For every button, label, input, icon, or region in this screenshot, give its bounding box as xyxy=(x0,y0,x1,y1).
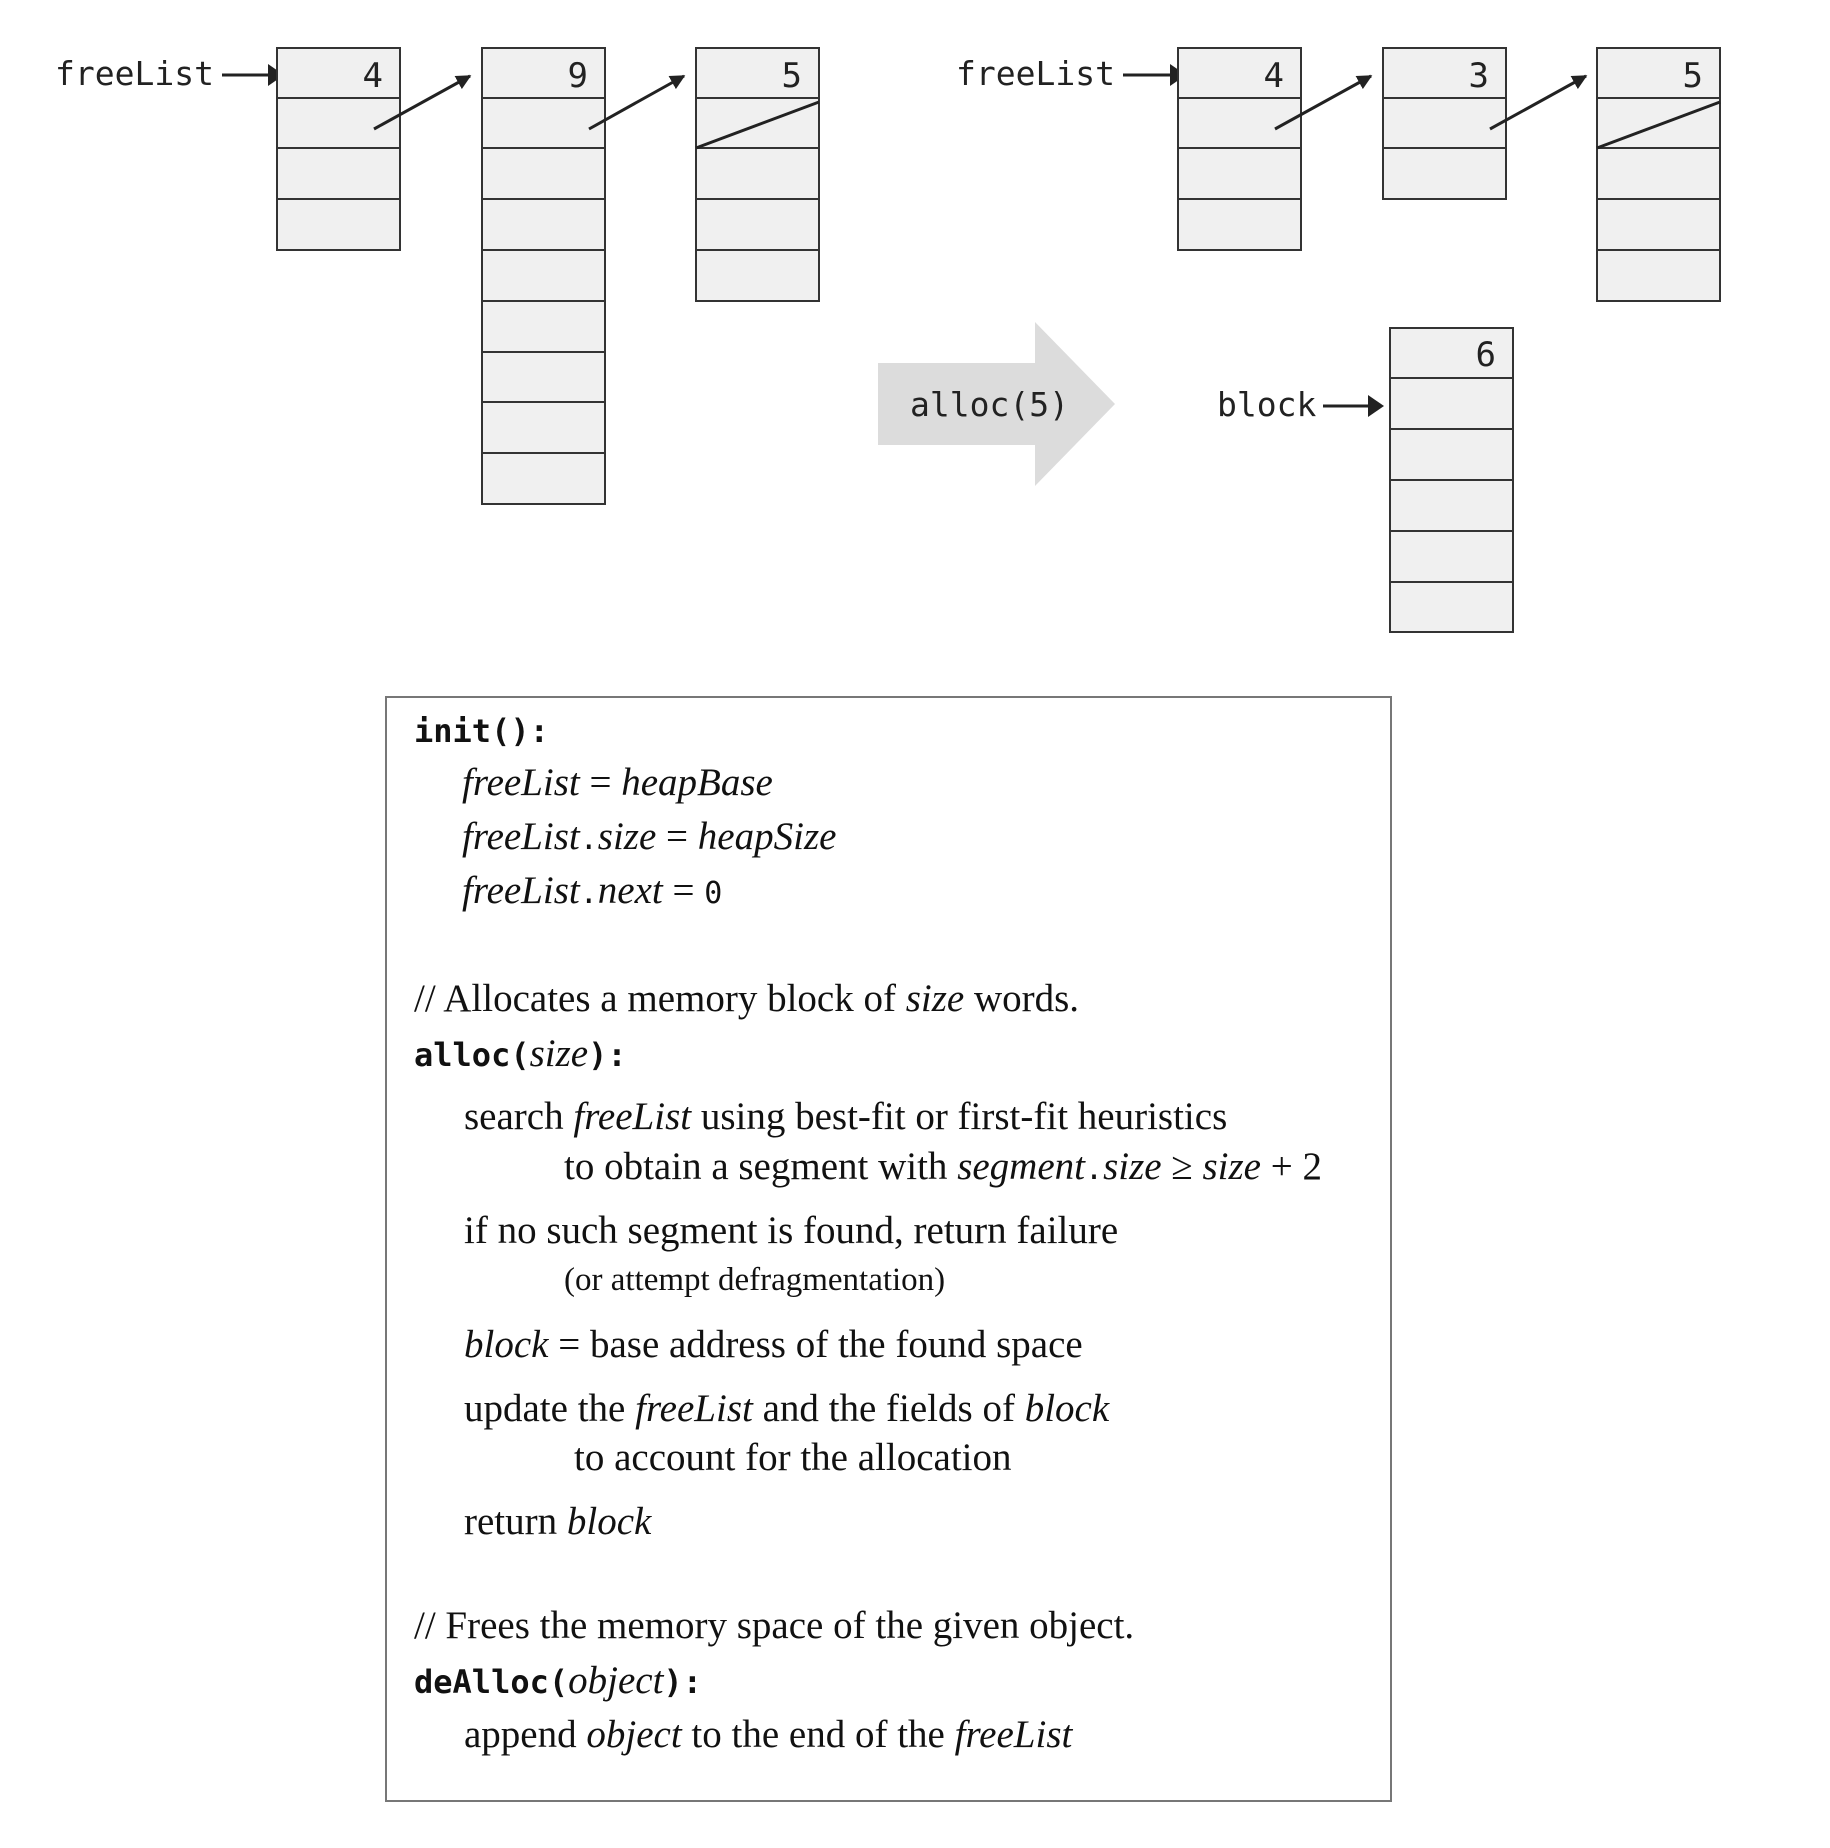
alloc-return-line: return block xyxy=(464,1500,652,1543)
left-segment-1: 4 xyxy=(276,47,401,251)
next-pointer-arrow xyxy=(1274,74,1373,131)
null-pointer-slash xyxy=(1596,100,1721,150)
segment-size: 9 xyxy=(568,56,588,96)
alloc-failure-line: if no such segment is found, return fail… xyxy=(464,1209,1119,1252)
alloc-header: alloc(size): xyxy=(414,1032,627,1075)
block-size: 6 xyxy=(1476,335,1496,375)
dealloc-comment: // Frees the memory space of the given o… xyxy=(414,1604,1135,1647)
left-segment-2: 9 xyxy=(481,47,606,505)
alloc-update-continuation: to account for the allocation xyxy=(574,1436,1012,1479)
null-pointer-slash xyxy=(695,100,820,150)
init-line-next: freeList.next = 0 xyxy=(462,869,723,912)
alloc-comment: // Allocates a memory block of size word… xyxy=(414,977,1080,1020)
freelist-pointer-right xyxy=(1123,64,1186,86)
freelist-pointer-left xyxy=(222,64,284,86)
right-segment-1: 4 xyxy=(1177,47,1302,251)
alloc-search-continuation: to obtain a segment with segment.size ≥ … xyxy=(564,1145,1322,1188)
alloc-search-line: search freeList using best-fit or first-… xyxy=(464,1095,1228,1138)
next-pointer-arrow xyxy=(588,74,686,131)
segment-size: 4 xyxy=(1264,56,1284,96)
segment-size: 5 xyxy=(1683,56,1703,96)
init-header: init(): xyxy=(414,712,549,750)
alloc-operation-arrow: alloc(5) xyxy=(878,322,1115,486)
dealloc-append-line: append object to the end of the freeList xyxy=(464,1713,1073,1756)
operation-label: alloc(5) xyxy=(910,385,1069,424)
init-line-size: freeList.size = heapSize xyxy=(462,815,837,858)
segment-size: 5 xyxy=(782,56,802,96)
block-pointer xyxy=(1323,395,1384,417)
heap-allocation-diagram: freeList 4 9 5 alloc(5) f xyxy=(55,47,1721,633)
next-pointer-arrow xyxy=(373,74,472,131)
segment-size: 4 xyxy=(363,56,383,96)
alloc-defrag-note: (or attempt defragmentation) xyxy=(564,1262,946,1298)
init-line-freelist: freeList = heapBase xyxy=(462,761,773,804)
allocated-block: 6 xyxy=(1389,327,1514,633)
alloc-update-line: update the freeList and the fields of bl… xyxy=(464,1387,1110,1430)
pseudocode-box: init(): freeList = heapBase freeList.siz… xyxy=(385,696,1392,1802)
alloc-block-line: block = base address of the found space xyxy=(464,1323,1083,1366)
dealloc-header: deAlloc(object): xyxy=(414,1659,702,1702)
segment-size: 3 xyxy=(1469,56,1489,96)
block-label: block xyxy=(1217,385,1316,424)
right-segment-2: 3 xyxy=(1382,47,1507,200)
right-segment-3: 5 xyxy=(1596,47,1721,302)
next-pointer-arrow xyxy=(1489,74,1588,131)
freelist-label-left: freeList xyxy=(55,54,214,93)
freelist-label-right: freeList xyxy=(956,54,1115,93)
left-segment-3: 5 xyxy=(695,47,820,302)
